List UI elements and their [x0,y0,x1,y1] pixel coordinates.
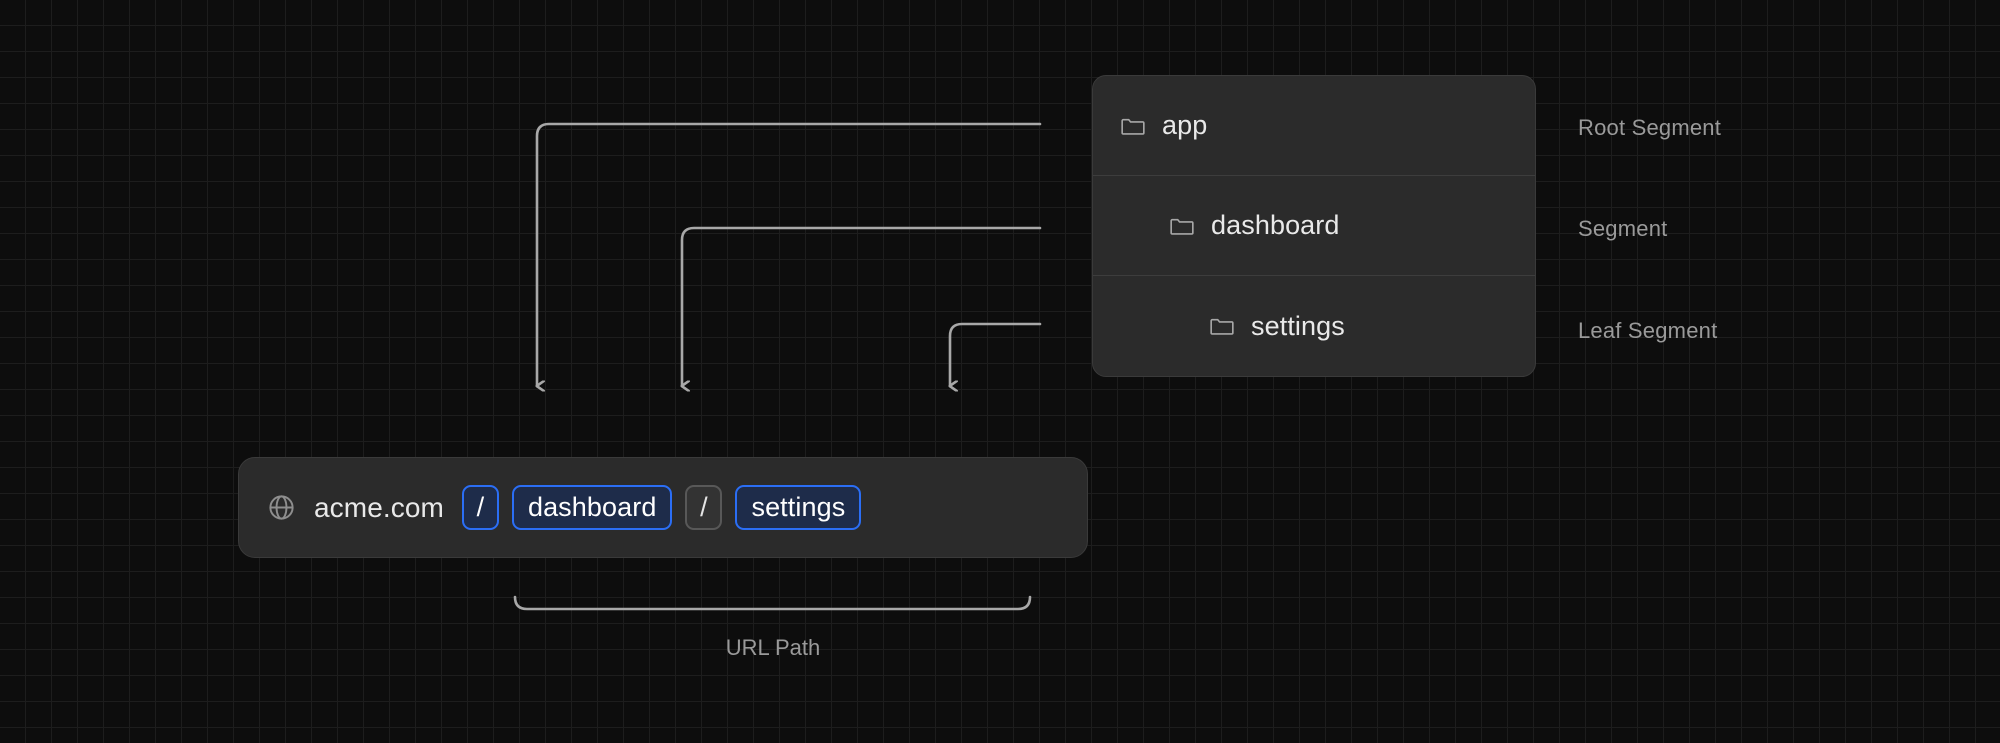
connector-dashboard-to-chip [682,226,1042,386]
tree-row-settings[interactable]: settings [1093,276,1535,376]
url-path-brace [513,595,1032,611]
connector-settings-to-chip [950,322,1042,386]
tree-row-label: settings [1251,310,1345,341]
url-separator-root[interactable]: / [461,485,499,530]
folder-icon [1169,213,1195,239]
url-host: acme.com [314,491,444,523]
url-separator-mid[interactable]: / [685,485,723,530]
connector-app-to-root-slash [537,122,1042,386]
tree-row-label: dashboard [1211,210,1340,240]
annotation-root-segment: Root Segment [1578,115,1722,140]
url-bar[interactable]: acme.com / dashboard / settings [238,457,1088,558]
tree-row-app[interactable]: app [1093,76,1535,176]
folder-icon [1209,313,1235,339]
url-segment-dashboard[interactable]: dashboard [511,485,673,530]
annotation-leaf-segment: Leaf Segment [1578,318,1718,343]
file-tree-card: app dashboard settings [1092,75,1536,377]
tree-row-label: app [1162,110,1208,140]
annotation-segment: Segment [1578,216,1668,241]
tree-row-dashboard[interactable]: dashboard [1093,176,1535,276]
url-segment-settings[interactable]: settings [735,485,862,530]
globe-icon [267,493,296,522]
folder-icon [1120,113,1146,139]
